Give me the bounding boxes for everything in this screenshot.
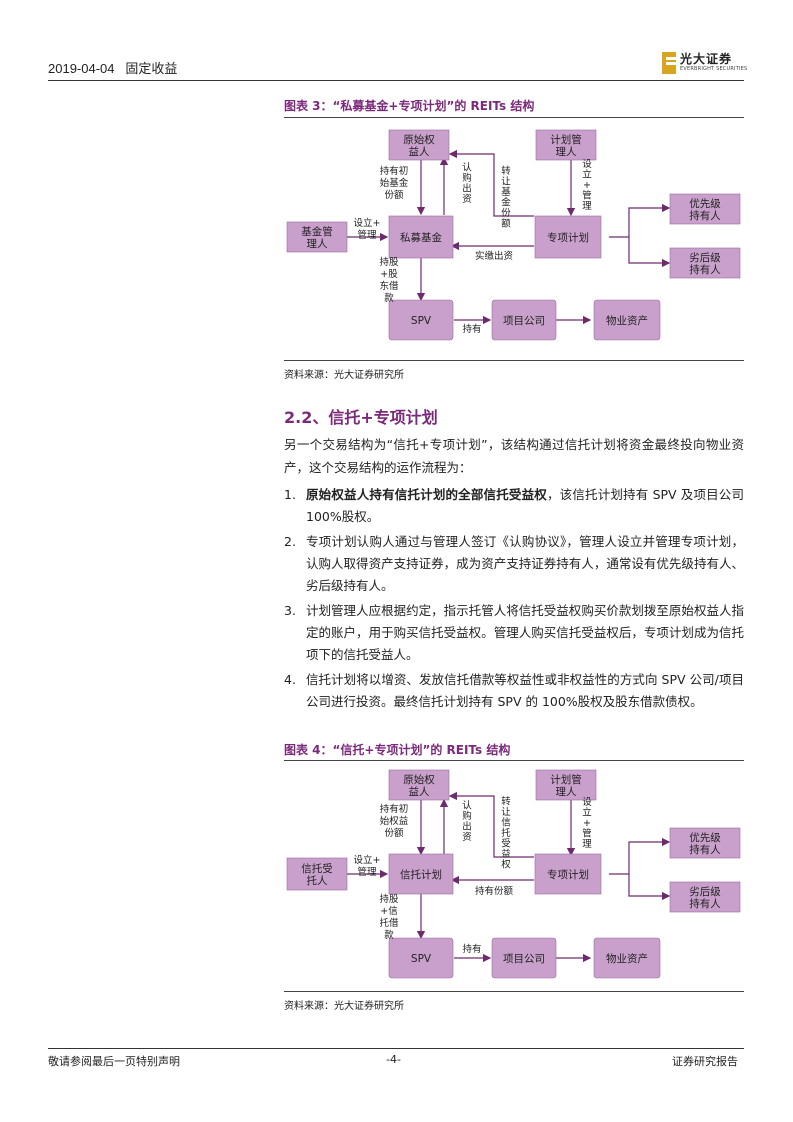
company-logo: 光大证券 EVERBRIGHT SECURITIES (662, 50, 748, 76)
edge-hold-share: 持有份额 (475, 885, 514, 897)
logo-cn: 光大证券 (680, 52, 733, 66)
header-rule (48, 80, 744, 81)
list-item: 2. 专项计划认购人通过与管理人签订《认购协议》，管理人设立并管理专项计划，认购… (284, 531, 744, 597)
box-manager (535, 769, 597, 801)
section-title: 2.2、信托+专项计划 (284, 408, 438, 427)
list-text: 原始权益人持有信托计划的全部信托受益权，该信托计划持有 SPV 及项目公司 10… (306, 484, 744, 528)
node-special: 专项计划 (547, 231, 589, 244)
footer-rule (48, 1048, 744, 1049)
box-spv (388, 937, 454, 979)
node-original: 原始权益人 (403, 133, 435, 158)
edge-setup-mgr-left: 设立+管理 (354, 217, 381, 241)
edge-setup-mgr-left: 设立+管理 (354, 854, 381, 878)
list-rest: ，该信托计划持有 SPV 及项目公司 100%股权。 (306, 487, 744, 524)
box-junior (669, 881, 741, 913)
box-special (534, 853, 602, 895)
node-senior: 优先级持有人 (689, 197, 721, 222)
box-asset (593, 299, 661, 341)
list-num: 3. (284, 603, 296, 618)
box-project (491, 937, 557, 979)
figure3-top-rule (284, 117, 744, 118)
box-original (388, 769, 450, 801)
box-fund (388, 215, 454, 259)
list-num: 1. (284, 487, 296, 502)
box-special (534, 215, 602, 259)
node-spv: SPV (411, 315, 432, 327)
edge-subscribe: 认购出资 (462, 799, 472, 843)
node-fund-manager: 基金管理人 (301, 225, 333, 250)
box-junior (669, 247, 741, 279)
list-text: 信托计划将以增资、发放信托借款等权益性或非权益性的方式向 SPV 公司/项目公司… (306, 672, 744, 709)
node-original: 原始权益人 (403, 773, 435, 798)
edge-setup-mgr: 设立+管理 (582, 159, 592, 212)
figure4-source: 资料来源：光大证券研究所 (284, 1001, 404, 1012)
node-asset: 物业资产 (606, 314, 648, 327)
footer-report-type: 证券研究报告 (672, 1055, 738, 1068)
edge-hold-initial: 持有初始权益份额 (380, 803, 409, 839)
list-text: 计划管理人应根据约定，指示托管人将信托受益权购买价款划拨至原始权益人指定的账户，… (306, 603, 744, 662)
list-item: 4. 信托计划将以增资、发放信托借款等权益性或非权益性的方式向 SPV 公司/项… (284, 669, 744, 735)
node-special: 专项计划 (547, 868, 589, 881)
figure4-bottom-rule (284, 991, 744, 992)
box-project (491, 299, 557, 341)
node-project: 项目公司 (503, 315, 545, 327)
figure4-top-rule (284, 760, 744, 761)
list-item: 3. 计划管理人应根据约定，指示托管人将信托受益权购买价款划拨至原始权益人指定的… (284, 600, 744, 666)
node-fund: 私募基金 (400, 231, 442, 244)
box-trust (388, 853, 454, 895)
footer-disclaimer: 敬请参阅最后一页特别声明 (48, 1055, 180, 1068)
node-senior: 优先级持有人 (689, 831, 721, 856)
box-senior (669, 193, 741, 225)
node-project: 项目公司 (503, 953, 545, 965)
list-item: 1. 原始权益人持有信托计划的全部信托受益权，该信托计划持有 SPV 及项目公司… (284, 484, 744, 528)
edge-hold-initial: 持有初始基金份额 (380, 165, 409, 201)
box-spv (388, 299, 454, 341)
node-asset: 物业资产 (606, 952, 648, 965)
edge-transfer: 转让基金份额 (501, 165, 511, 230)
list-bold: 原始权益人持有信托计划的全部信托受益权 (306, 487, 547, 502)
section-intro: 另一个交易结构为“信托+专项计划”，该结构通过信托计划将资金最终投向物业资产，这… (284, 437, 744, 475)
box-senior (669, 827, 741, 859)
logo-en: EVERBRIGHT SECURITIES (680, 66, 748, 72)
box-manager (535, 129, 597, 161)
list-num: 2. (284, 534, 296, 549)
edge-subscribe: 认购出资 (462, 161, 472, 205)
edge-equity-loan: 持股+信托借款 (379, 893, 399, 941)
header-category: 固定收益 (125, 61, 178, 76)
header-date: 2019-04-04 (48, 61, 115, 76)
node-manager: 计划管理人 (550, 773, 582, 798)
node-spv: SPV (411, 953, 432, 965)
box-original (388, 129, 450, 161)
edge-setup-mgr: 设立+管理 (582, 797, 592, 850)
node-junior: 劣后级持有人 (689, 885, 721, 910)
edge-hold: 持有 (462, 323, 481, 335)
node-manager: 计划管理人 (550, 133, 582, 158)
logo-mark-icon (662, 52, 676, 74)
edge-paid-in: 实缴出资 (475, 250, 514, 262)
edge-hold: 持有 (462, 943, 481, 955)
node-trustee: 信托受托人 (301, 862, 333, 887)
box-fund-manager (286, 221, 348, 253)
box-asset (593, 937, 661, 979)
figure4-diagram: 原始权益人 计划管理人 信托受托人 信托计划 专项计划 优先级持有人 劣后级持有… (284, 762, 744, 990)
figure3-title: 图表 3：“私募基金+专项计划”的 REITs 结构 (284, 99, 535, 113)
edge-equity-loan: 持股+股东借款 (379, 256, 399, 304)
footer-page-number: -4- (386, 1053, 401, 1066)
node-junior: 劣后级持有人 (689, 251, 721, 276)
header-date-category: 2019-04-04 固定收益 (48, 58, 177, 77)
figure3-source: 资料来源：光大证券研究所 (284, 370, 404, 381)
figure4-title: 图表 4：“信托+专项计划”的 REITs 结构 (284, 743, 511, 757)
figure3-diagram: 原始权益人 计划管理人 基金管理人 私募基金 专项计划 优先级持有人 劣后级持有… (284, 118, 744, 360)
edge-transfer: 转让信托受益权 (501, 796, 511, 871)
node-trust: 信托计划 (400, 868, 442, 881)
list-text: 专项计划认购人通过与管理人签订《认购协议》，管理人设立并管理专项计划，认购人取得… (306, 534, 744, 593)
figure3-bottom-rule (284, 360, 744, 361)
box-trustee (286, 857, 348, 891)
list-num: 4. (284, 672, 296, 687)
